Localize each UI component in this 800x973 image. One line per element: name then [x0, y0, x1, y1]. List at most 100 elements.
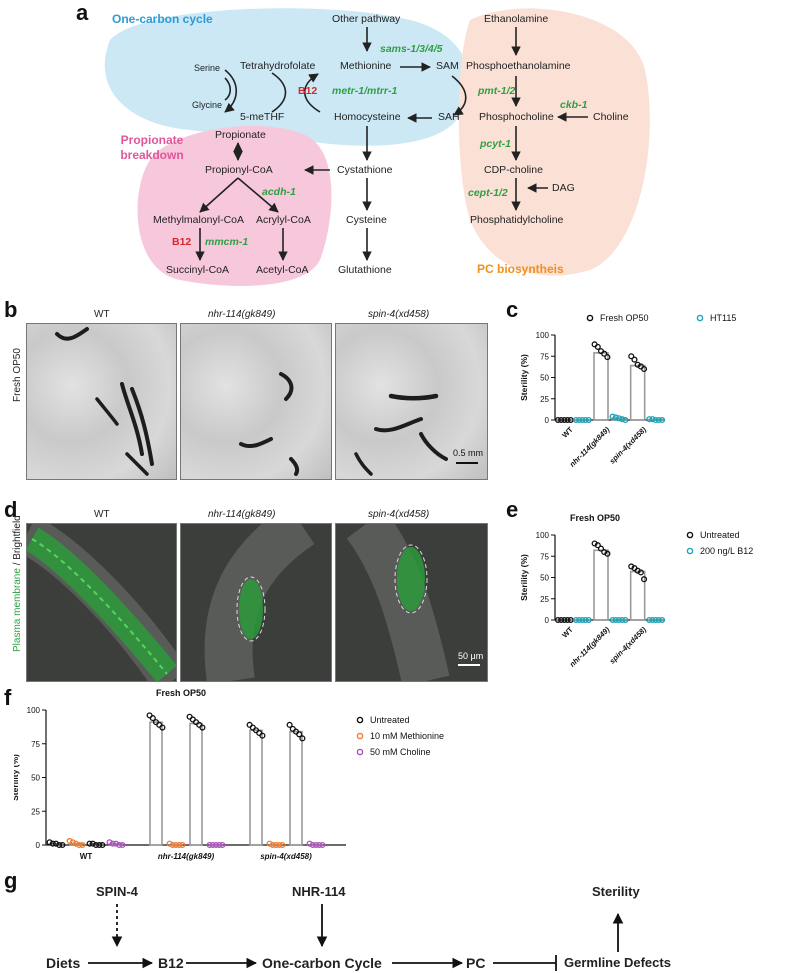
chart-e-point [554, 616, 561, 624]
node-one-carbon-cycle: One-carbon Cycle [262, 955, 382, 971]
met-cysteine: Cysteine [346, 214, 387, 226]
met-propionate: Propionate [215, 129, 266, 141]
chart-e-ytick-label: 25 [540, 595, 549, 604]
chart-f-point [199, 724, 206, 731]
chart-e-legend-marker [686, 531, 694, 539]
chart-f-point [309, 841, 316, 849]
chart-c-point [649, 416, 656, 423]
chart-f-ytick-label: 0 [36, 841, 41, 850]
one-carbon-region [104, 8, 470, 146]
chart-c-point [582, 416, 589, 424]
chart-c-ytick-label: 100 [536, 331, 550, 340]
panel-letter-b: b [4, 297, 18, 322]
chart-e-point [612, 616, 619, 624]
worms-spin4 [354, 393, 448, 476]
chart-c-point [628, 353, 635, 360]
panel-d-row-label-green: Plasma membrane [12, 568, 23, 652]
gene-metr: metr-1/mtrr-1 [332, 85, 398, 97]
chart-f-point [299, 735, 306, 742]
chart-e-legend-marker [686, 547, 694, 555]
chart-f-point [96, 841, 103, 849]
chart-c-point [554, 416, 561, 424]
chart-e-point [604, 550, 611, 557]
panel-d-col-nhr114: nhr-114(gk849) [208, 509, 276, 520]
panel-g-arrows [88, 904, 624, 971]
chart-f-point [172, 841, 180, 849]
chart-c-point [631, 356, 638, 363]
gene-ckb: ckb-1 [560, 99, 588, 111]
gene-sams: sams-1/3/4/5 [380, 43, 443, 55]
chart-c-point [622, 416, 629, 424]
chart-c-bar [629, 364, 646, 421]
chart-e-bar [647, 619, 664, 622]
chart-c-point [572, 416, 579, 424]
chart-f-point [296, 731, 303, 738]
panel-d-col-spin4: spin-4(xd458) [368, 509, 430, 520]
chart-e-point [597, 545, 605, 552]
met-ethanolamine: Ethanolamine [484, 13, 549, 25]
met-phosphoethanolamine: Phosphoethanolamine [466, 60, 571, 72]
arrow-thf-methf [271, 72, 287, 113]
pc-region [458, 8, 650, 276]
node-pc: PC [466, 955, 486, 971]
chart-f-legend-label: Untreated [370, 715, 410, 725]
panel-d-row-label: Plasma membrane / Brightfield [12, 515, 23, 652]
panel-d-scale-bar-label: 50 μm [458, 651, 484, 661]
chart-f-legend-marker [356, 732, 364, 740]
chart-e-bar [556, 619, 573, 622]
chart-c-point [655, 416, 662, 424]
chart-c-ylabel: Sterility (%) [519, 354, 529, 401]
panel-letter-e: e [506, 497, 519, 522]
chart-c-point [558, 416, 565, 424]
chart-f-point [272, 841, 280, 849]
chart-f-point [316, 841, 323, 849]
chart-f-legend-label: 10 mM Methionine [370, 731, 444, 741]
chart-f-point [69, 839, 76, 846]
chart-e-point [637, 569, 644, 576]
chart-c-point [641, 365, 648, 373]
worms-wt [55, 327, 154, 476]
chart-f-point [92, 841, 100, 849]
cofactor-b12-propionate: B12 [172, 236, 192, 248]
chart-c-bar [593, 352, 609, 421]
chart-e-xtick-label: WT [560, 625, 575, 640]
chart-e-point [659, 616, 666, 624]
chart-e-ytick-label: 75 [540, 552, 549, 561]
chart-c-point [609, 413, 616, 420]
chart-f-point [319, 841, 326, 849]
panel-d-scale-bar-line [458, 664, 480, 666]
arrow-serine-glycine [224, 77, 232, 101]
met-thf: Tetrahydrofolate [240, 60, 316, 72]
chart-e-bar [629, 570, 646, 621]
chart-f-point [79, 841, 86, 849]
chart-c-point [561, 416, 568, 424]
node-nhr114: NHR-114 [292, 884, 346, 899]
chart-e-bar [593, 549, 609, 621]
arrow-propcoa-to-mmcoa [199, 177, 239, 213]
region-label-pc: PC biosyntheis [477, 262, 564, 276]
pathway-backgrounds [104, 8, 650, 286]
chart-e-point [615, 616, 623, 624]
chart-e-point [576, 616, 583, 624]
chart-f-point [159, 724, 166, 731]
arrow-hcy-to-met [303, 73, 321, 113]
chart-c-point [604, 354, 611, 361]
met-other-pathway: Other pathway [332, 13, 401, 25]
panel-d-image-wt [26, 523, 177, 682]
node-germline-defects: Germline Defects [564, 955, 671, 970]
chart-e-bar [574, 619, 591, 622]
chart-c-xtick-label: spin-4(xd458) [608, 425, 649, 466]
chart-c-ytick-label: 75 [540, 352, 549, 361]
met-phosphocholine: Phosphocholine [479, 111, 554, 123]
chart-f-point [52, 840, 60, 847]
node-b12: B12 [158, 955, 184, 971]
met-succinyl-coa: Succinyl-CoA [166, 264, 230, 276]
panel-b-scale-bar-line [456, 462, 478, 464]
worms-nhr114 [239, 372, 300, 476]
chart-e-legend-label: 200 ng/L B12 [700, 546, 753, 556]
chart-f-point [112, 840, 120, 847]
panel-b-row-label: Fresh OP50 [12, 348, 23, 402]
cofactor-b12-one-carbon: B12 [298, 85, 318, 97]
panel-letter-d: d [4, 497, 18, 522]
